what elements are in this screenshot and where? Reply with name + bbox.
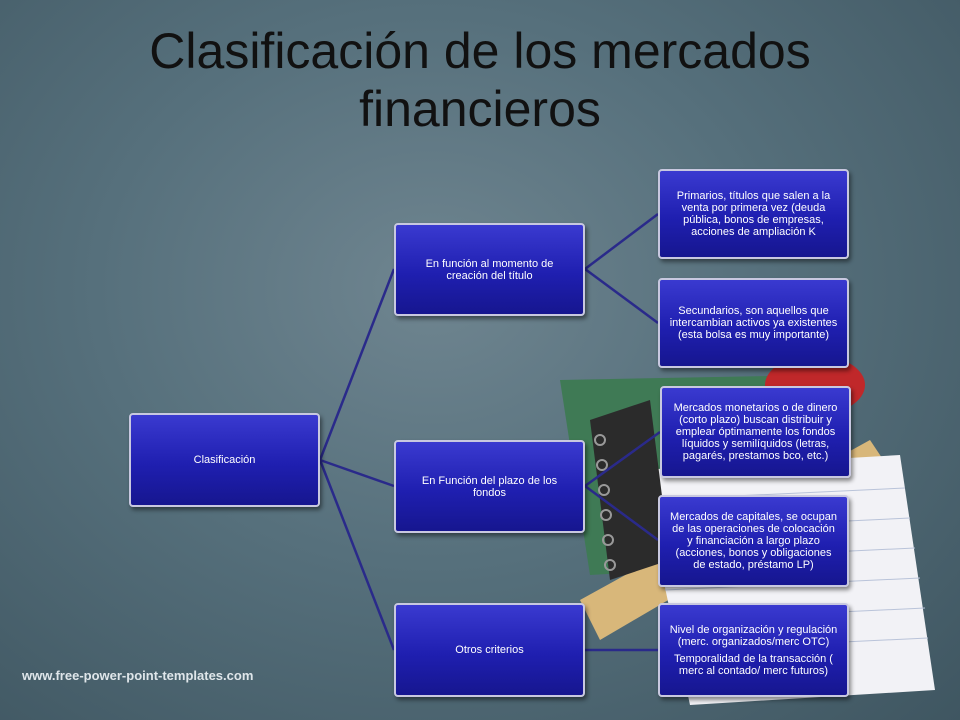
connector-branch-2-child-1 — [584, 430, 661, 488]
footer-website: www.free-power-point-templates.com — [22, 668, 254, 683]
connector-branch-2-child-2 — [584, 484, 659, 542]
leaf-node-mercados-capitales: Mercados de capitales, se ocupan de las … — [658, 495, 849, 587]
connector-branch-1-child-2 — [584, 267, 659, 325]
leaf-node-mercados-monetarios: Mercados monetarios o de dinero (corto p… — [660, 386, 851, 478]
leaf-node-secundarios: Secundarios, son aquellos que intercambi… — [658, 278, 849, 368]
leaf-node-primarios: Primarios, títulos que salen a la venta … — [658, 169, 849, 259]
connector-branch-1-child-1 — [584, 213, 659, 270]
slide-title: Clasificación de los mercados financiero… — [0, 22, 960, 138]
branch-node-plazo-fondos: En Función del plazo de los fondos — [394, 440, 585, 533]
connector-root-branch-2 — [319, 458, 395, 488]
leaf-node-otros-criterios-detalle: Nivel de organización y regulación (merc… — [658, 603, 849, 697]
branch-node-otros-criterios: Otros criterios — [394, 603, 585, 697]
connector-root-branch-3 — [318, 459, 396, 651]
leaf-text-nivel-organizacion: Nivel de organización y regulación (merc… — [669, 623, 838, 648]
branch-node-momento-creacion: En función al momento de creación del tí… — [394, 223, 585, 316]
slide-title-line-2: financieros — [359, 81, 601, 137]
root-node-clasificacion: Clasificación — [129, 413, 320, 507]
slide-title-line-1: Clasificación de los mercados — [149, 23, 811, 79]
connector-root-branch-1 — [318, 268, 396, 461]
spiral-rings-shape — [594, 434, 616, 571]
leaf-text-temporalidad: Temporalidad de la transacción ( merc al… — [674, 652, 833, 677]
